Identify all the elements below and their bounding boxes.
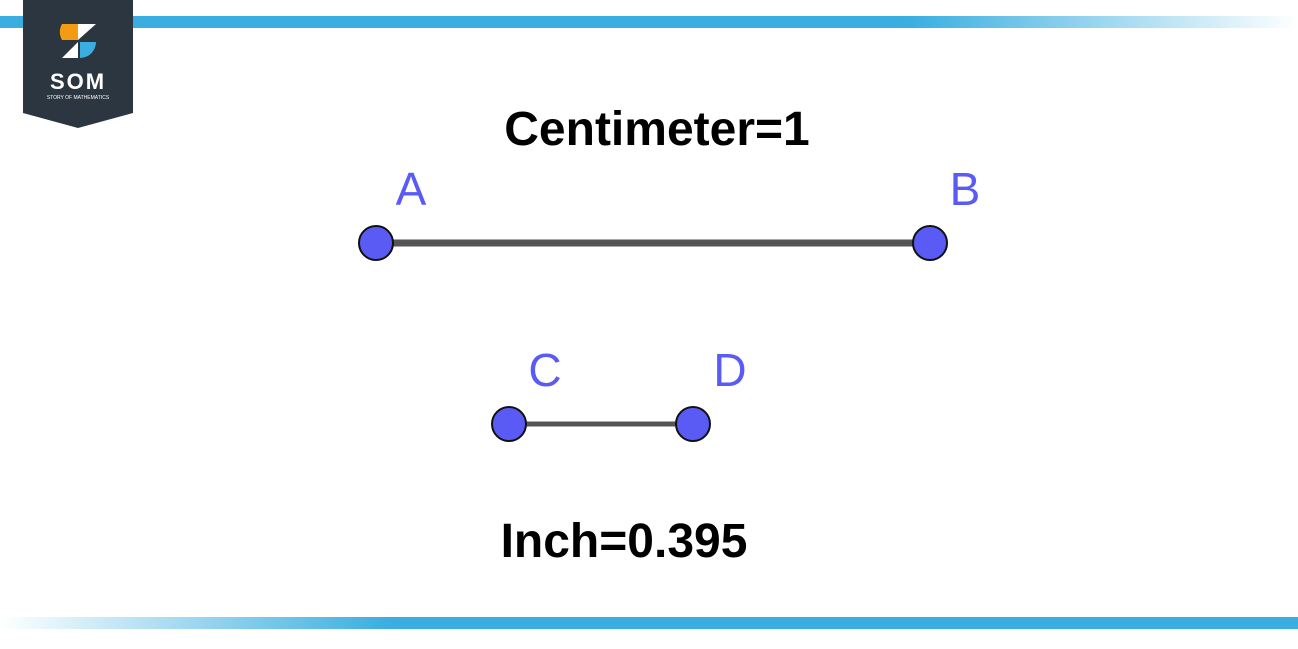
svg-text:STORY OF MATHEMATICS: STORY OF MATHEMATICS [47, 95, 110, 101]
top-band [0, 16, 1298, 28]
point-a [358, 225, 394, 261]
centimeter-label: Centimeter=1 [504, 103, 809, 156]
point-b-label: B [950, 163, 981, 215]
point-c [491, 406, 527, 442]
inch-label: Inch=0.395 [501, 515, 748, 568]
point-d-label: D [713, 344, 746, 396]
svg-text:SOM: SOM [50, 69, 106, 94]
point-d [675, 406, 711, 442]
point-a-label: A [396, 163, 427, 215]
point-c-label: C [528, 344, 561, 396]
point-b [912, 225, 948, 261]
som-logo: SOM STORY OF MATHEMATICS [23, 0, 133, 128]
bottom-band [0, 617, 1298, 629]
